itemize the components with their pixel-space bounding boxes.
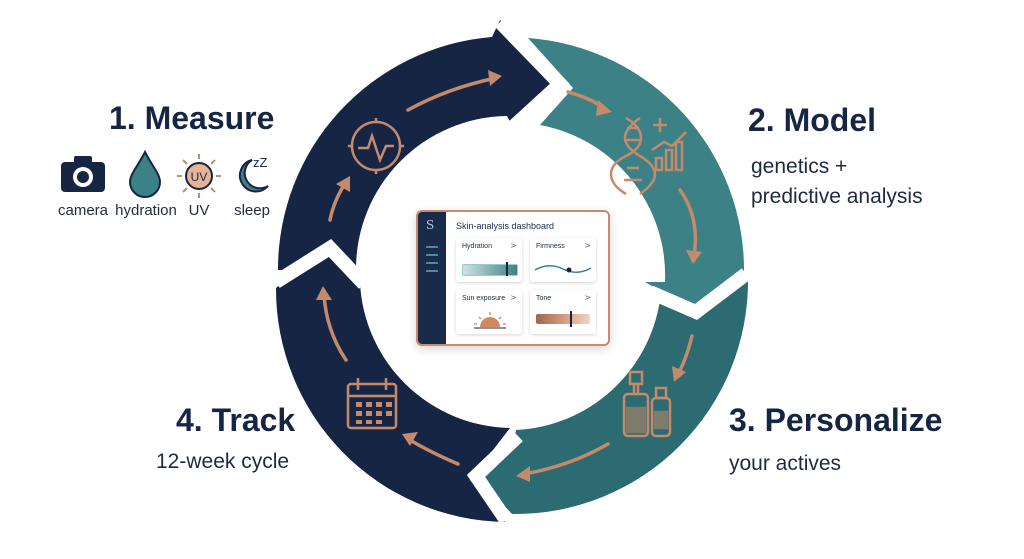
chevron-right-icon: >	[510, 241, 517, 250]
tile-hydration[interactable]: Hydration >	[456, 238, 522, 282]
arrow-measure-top	[406, 76, 498, 112]
tile-label: Sun exposure	[462, 295, 506, 302]
water-drop-icon	[128, 149, 162, 198]
measure-label-hydration: hydration	[115, 202, 177, 219]
step-3-title: 3. Personalize	[729, 402, 943, 438]
sunrise-icon	[474, 312, 506, 329]
tile-label: Tone	[536, 295, 552, 302]
sidebar-nav-line	[426, 254, 438, 256]
step-1-title: 1. Measure	[109, 100, 275, 136]
step-2-subtitle-line-2: predictive analysis	[751, 185, 923, 208]
arrow-model-down	[678, 188, 698, 258]
step-4-title: 4. Track	[176, 402, 296, 438]
ring-segment-model	[528, 38, 748, 312]
tone-swatch-bar	[536, 314, 590, 324]
arrow-personalize-left	[522, 442, 610, 476]
sidebar-nav-line	[426, 262, 438, 264]
moon-sleep-icon: zZ	[238, 155, 269, 193]
arrow-track-up	[322, 292, 348, 362]
step-4-subtitle: 12-week cycle	[156, 450, 290, 473]
measure-label-sleep: sleep	[234, 202, 270, 219]
chevron-right-icon: >	[510, 293, 517, 302]
camera-icon	[61, 156, 105, 192]
dashboard-sidebar: S	[418, 212, 446, 344]
serum-bottles-icon	[622, 370, 672, 438]
step-2-subtitle-line-1: genetics +	[751, 155, 848, 178]
heart-rate-watch-icon	[348, 118, 404, 174]
chevron-right-icon: >	[584, 241, 591, 250]
hydration-gradient-bar	[462, 264, 518, 276]
sidebar-nav-line	[426, 246, 438, 248]
dashboard-title: Skin-analysis dashboard	[456, 221, 555, 231]
step-3-subtitle: your actives	[729, 452, 842, 475]
dashboard-logo: S	[426, 218, 435, 232]
tile-firmness[interactable]: Firmness >	[530, 238, 596, 282]
tile-tone[interactable]: Tone >	[530, 290, 596, 334]
firmness-wave-line	[534, 265, 592, 273]
tile-label: Hydration	[462, 243, 492, 250]
uv-icon-text: UV	[191, 170, 208, 184]
hydration-marker	[506, 262, 508, 276]
ring-segment-measure	[277, 20, 570, 270]
tile-label: Firmness	[536, 243, 565, 250]
dna-growth-chart-icon	[609, 116, 687, 196]
step-2-title: 2. Model	[748, 102, 877, 138]
measure-label-uv: UV	[188, 202, 210, 219]
tone-marker	[570, 311, 572, 327]
measure-label-camera: camera	[58, 202, 109, 219]
arrow-track-left	[408, 438, 460, 466]
calendar-icon	[346, 378, 398, 430]
uv-sun-icon: UV	[177, 154, 221, 198]
chevron-right-icon: >	[584, 293, 591, 302]
tile-sun-exposure[interactable]: Sun exposure >	[456, 290, 522, 334]
ring-segment-personalize	[478, 278, 749, 515]
sidebar-nav-line	[426, 270, 438, 272]
skin-analysis-dashboard: S Skin-analysis dashboard Hydration > Fi…	[416, 210, 610, 346]
sleep-icon-text: zZ	[253, 155, 268, 170]
